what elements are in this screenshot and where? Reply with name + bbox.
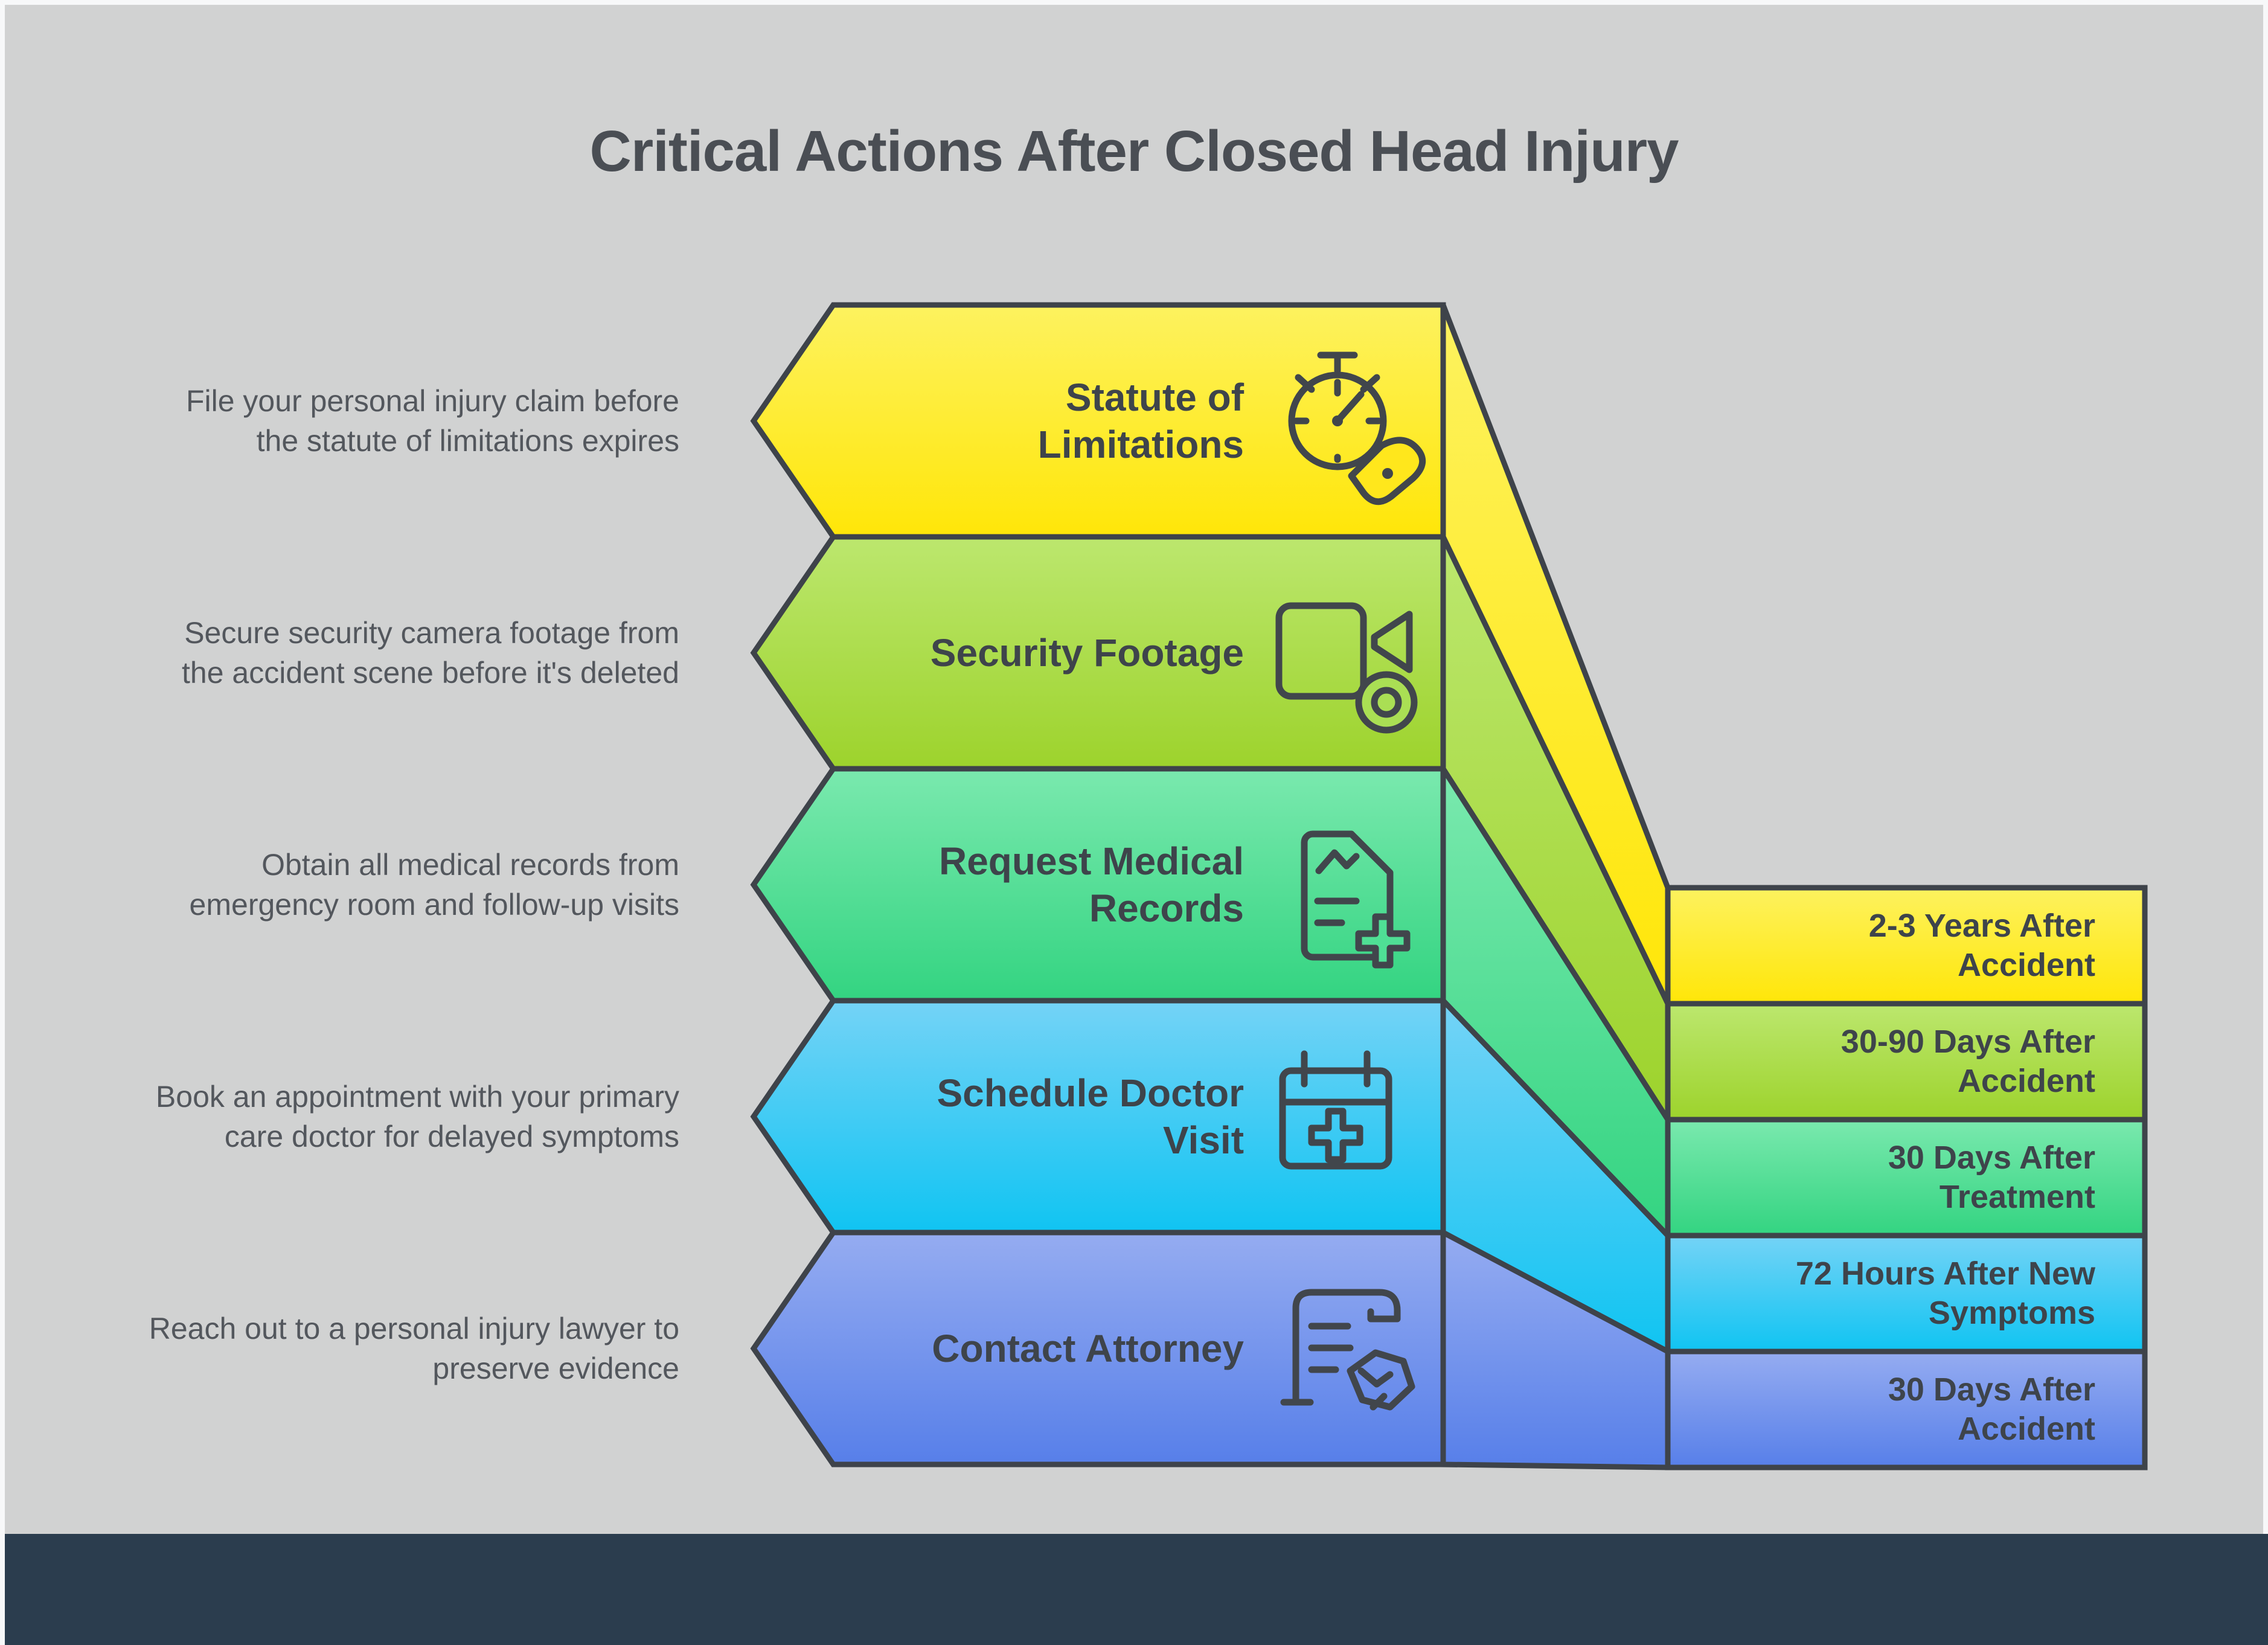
timeline-label-line: Accident xyxy=(1957,1411,2095,1447)
banner-label-line: Records xyxy=(1089,887,1244,930)
timeline-label-records: 30 Days After Treatment xyxy=(1673,1120,2095,1236)
banner-label-line: Security Footage xyxy=(930,630,1244,675)
footer-bar xyxy=(0,1534,2268,1645)
timeline-label-line: Treatment xyxy=(1939,1179,2095,1215)
timeline-label-doctor: 72 Hours After New Symptoms xyxy=(1673,1236,2095,1352)
banner-label-doctor: Schedule Doctor Visit xyxy=(845,1001,1244,1233)
timeline-label-statute: 2-3 Years After Accident xyxy=(1673,888,2095,1004)
banner-label-line: Visit xyxy=(1163,1118,1244,1162)
banner-label-statute: Statute of Limitations xyxy=(845,305,1244,537)
calendar-plus-icon xyxy=(1279,1050,1392,1170)
timeline-label-line: 30 Days After xyxy=(1888,1371,2095,1408)
timeline-label-attorney: 30 Days After Accident xyxy=(1673,1352,2095,1467)
video-camera-icon xyxy=(1275,602,1418,734)
frame-right xyxy=(2263,0,2268,1534)
banner-label-line: Contact Attorney xyxy=(932,1326,1244,1370)
contract-handshake-icon xyxy=(1280,1289,1415,1411)
timeline-label-line: 30-90 Days After xyxy=(1840,1024,2095,1060)
banner-label-line: Request Medical xyxy=(938,839,1244,883)
timeline-label-line: 72 Hours After New xyxy=(1795,1255,2095,1292)
banner-contact-attorney xyxy=(750,1230,1446,1467)
timeline-box-statute xyxy=(1665,885,2148,1007)
frame-left xyxy=(0,0,5,1645)
timeline-label-line: 2-3 Years After xyxy=(1868,908,2095,944)
banner-label-attorney: Contact Attorney xyxy=(845,1233,1244,1464)
description-footage: Secure security camera footage from the … xyxy=(182,616,679,690)
page-title: Critical Actions After Closed Head Injur… xyxy=(589,119,1679,184)
banner-label-line: Statute of xyxy=(1065,375,1244,419)
timeline-label-line: 30 Days After xyxy=(1888,1140,2095,1176)
banner-label-line: Limitations xyxy=(1037,423,1244,466)
timeline-box-footage xyxy=(1665,1001,2148,1123)
timeline-label-footage: 30-90 Days After Accident xyxy=(1673,1004,2095,1120)
medical-records-icon xyxy=(1301,830,1411,969)
description-doctor: Book an appointment with your primary ca… xyxy=(155,1080,679,1153)
step-banners xyxy=(750,302,1446,1467)
timeline-boxes xyxy=(1665,885,2148,1470)
frame-top xyxy=(0,0,2268,5)
timeline-label-line: Symptoms xyxy=(1928,1295,2095,1331)
banner-label-footage: Security Footage xyxy=(845,537,1244,769)
timeline-label-line: Accident xyxy=(1957,947,2095,983)
description-records: Obtain all medical records from emergenc… xyxy=(189,848,679,922)
banner-label-records: Request Medical Records xyxy=(845,769,1244,1001)
connector-bands xyxy=(1440,304,1671,1470)
description-statute: File your personal injury claim before t… xyxy=(185,384,679,458)
stopwatch-whistle-icon xyxy=(1288,351,1426,505)
timeline-box-attorney xyxy=(1665,1348,2148,1470)
timeline-label-line: Accident xyxy=(1957,1063,2095,1099)
description-attorney: Reach out to a personal injury lawyer to… xyxy=(149,1312,679,1385)
banner-label-line: Schedule Doctor xyxy=(937,1071,1244,1115)
step-icons xyxy=(1275,351,1426,1411)
